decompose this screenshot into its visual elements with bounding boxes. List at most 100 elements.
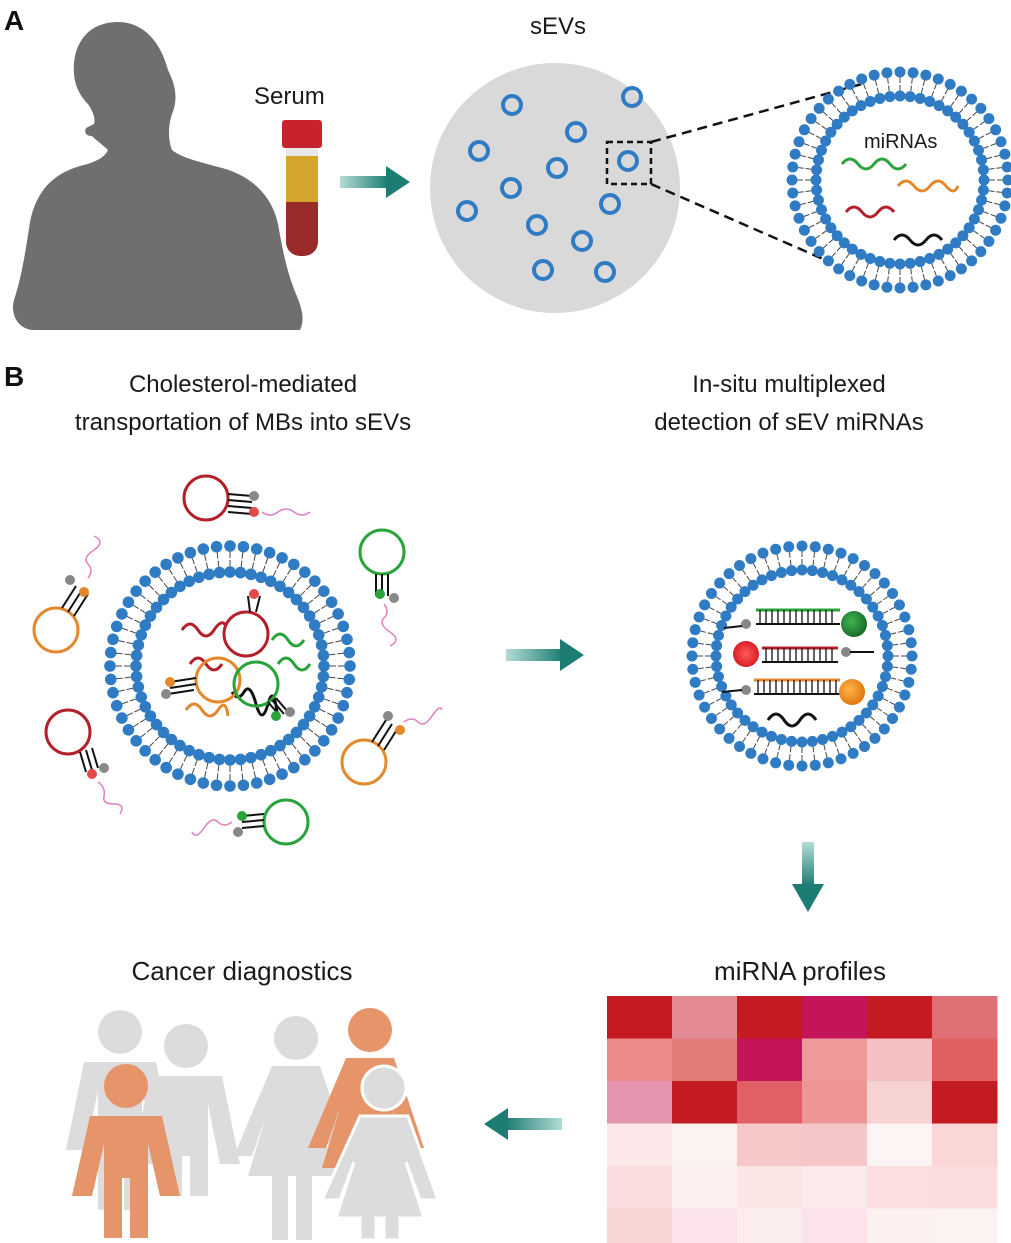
lipid-head [132, 639, 145, 651]
heatmap-cell [867, 996, 933, 1039]
tube-serum [286, 150, 318, 202]
lipid-head [110, 620, 123, 633]
lipid-head [309, 745, 321, 757]
lipid-head [122, 596, 135, 608]
lipid-head [104, 646, 117, 659]
lipid-head [831, 118, 843, 130]
lipid-head [237, 779, 250, 792]
lipid-head [757, 753, 769, 765]
lipid-head [332, 608, 344, 620]
lipid-head [789, 148, 801, 160]
lipid-head [798, 124, 810, 136]
lipid-head [130, 670, 143, 683]
lipid-head [820, 213, 832, 225]
lipid-head [337, 699, 350, 712]
lipid-head [812, 154, 824, 166]
lipid-head [250, 777, 263, 789]
lipid-head [882, 650, 894, 662]
lipid-head [116, 712, 128, 724]
lipid-head [290, 593, 303, 606]
arrow-to-profiles [792, 842, 824, 912]
lipid-head [944, 78, 956, 90]
lipid-head [766, 730, 778, 742]
mirna-green-strand [840, 157, 908, 171]
lipid-head [833, 263, 845, 275]
lipid-head [999, 148, 1011, 160]
lipid-head [245, 568, 257, 581]
lipid-head [282, 586, 295, 599]
lipid-head [833, 85, 845, 97]
lipid-head [881, 281, 893, 293]
lipid-head [904, 91, 916, 103]
lipid-head [299, 754, 311, 766]
lipid-head [990, 224, 1002, 236]
lipid-head [312, 691, 325, 703]
lipid-head [796, 760, 808, 772]
lipid-head [288, 558, 300, 571]
lipid-head [822, 93, 834, 105]
lipid-head [893, 599, 905, 611]
lipid-head [783, 541, 795, 553]
lipid-head [341, 633, 353, 646]
lipid-head [144, 710, 157, 722]
lipid-head [798, 224, 810, 236]
lipid-head [312, 629, 325, 641]
lipid-head [160, 761, 172, 774]
lipid-head [835, 753, 847, 765]
lipid-head [872, 610, 884, 622]
person-silhouette-icon [12, 22, 303, 330]
lipid-head [836, 574, 848, 586]
lipid-head [210, 779, 223, 792]
heatmap-cell [802, 996, 868, 1039]
lipid-head [157, 726, 170, 739]
mirna-black-strand [892, 233, 944, 247]
vesicle-membrane-b [104, 540, 356, 792]
lipid-head [224, 540, 236, 552]
lipid-head [950, 237, 962, 249]
lipid-head [963, 222, 975, 234]
lipid-head [955, 85, 967, 97]
heatmap-cell [802, 1038, 868, 1082]
people-group-icon [66, 1008, 441, 1242]
lipid-head [699, 599, 711, 611]
lipid-head [184, 546, 197, 559]
lipid-head [255, 571, 267, 584]
lipid-head [315, 639, 328, 651]
lipid-head [864, 253, 876, 265]
lipid-head [734, 741, 746, 753]
lipid-head [894, 90, 906, 102]
zoom-box [605, 140, 653, 186]
heatmap-cell [867, 1208, 933, 1243]
lipid-head [942, 105, 954, 117]
lipid-head [893, 701, 905, 713]
outer-mb-right-orange [340, 707, 443, 786]
lipid-head [884, 257, 896, 269]
lipid-head [745, 553, 757, 565]
lipid-head [723, 568, 735, 580]
heatmap-cell [672, 1081, 738, 1124]
lipid-head [838, 111, 850, 123]
lipid-head [820, 135, 832, 147]
person-gray-woman-front [319, 1064, 441, 1242]
lipid-head [122, 724, 135, 736]
lipid-head [957, 230, 969, 242]
lipid-head [815, 144, 827, 156]
lipid-head [757, 547, 769, 559]
lipid-head [711, 640, 723, 652]
heatmap-cell [867, 1081, 933, 1124]
lipid-head [193, 571, 205, 584]
heatmap-cell [607, 1081, 673, 1124]
lipid-head [944, 270, 956, 282]
arrow-to-detection [506, 639, 584, 671]
lipid-head [197, 777, 210, 789]
lipid-head [920, 279, 932, 291]
heatmap-cell [672, 1123, 738, 1167]
lipid-head [714, 577, 726, 589]
lipid-head [716, 620, 728, 632]
lipid-head [274, 580, 286, 593]
lipid-head [157, 593, 170, 606]
lipid-head [793, 136, 805, 148]
lipid-head [887, 712, 899, 724]
lipid-head [193, 748, 205, 761]
lipid-head [766, 570, 778, 582]
